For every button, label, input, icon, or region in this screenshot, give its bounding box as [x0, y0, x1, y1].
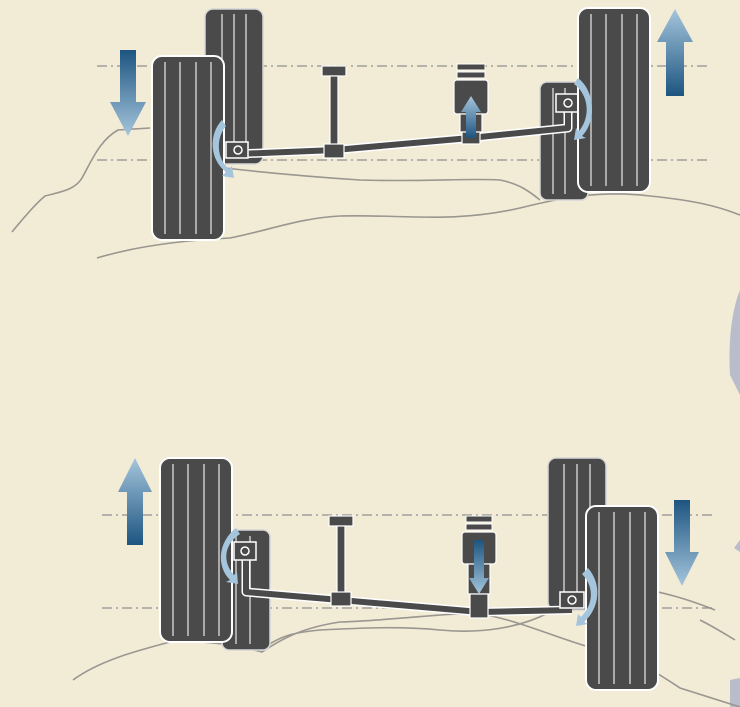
arrow-up-icon [461, 96, 481, 138]
side-shape-right-small [734, 540, 740, 552]
rotation-arrow-icon-bottom-left [220, 528, 240, 584]
rotation-arrow-icon-top-left [212, 120, 234, 178]
axle-bottom [241, 550, 573, 617]
rotation-arrow-icon-top-right [574, 78, 593, 140]
side-shape-right-bottom [730, 678, 740, 707]
panel-top [11, 7, 740, 259]
side-shape-right [729, 290, 740, 395]
tire-bottom-front-left [159, 457, 233, 643]
knuckle-bottom-left [233, 541, 257, 561]
pivot-post-top [321, 65, 347, 159]
arrow-down-icon [110, 50, 146, 136]
knuckle-top-right [555, 93, 579, 113]
tire-top-front-left [151, 55, 225, 241]
tire-top-front-right [577, 7, 651, 193]
arrow-up-icon [657, 9, 693, 96]
terrain-top-upper [11, 127, 151, 233]
arrow-down-icon [665, 500, 699, 586]
panel-bottom [72, 457, 740, 707]
center-unit-bottom [461, 515, 497, 619]
rotation-arrow-icon-bottom-right [576, 568, 598, 626]
terrain-bottom-edge [699, 619, 736, 641]
pivot-post-bottom [328, 515, 354, 607]
tire-bottom-front-right [585, 505, 659, 691]
center-unit-top [453, 63, 489, 145]
knuckle-bottom-right [559, 591, 585, 609]
arrow-up-icon [118, 458, 152, 545]
terrain-top-mid [224, 167, 541, 201]
knuckle-top-left [225, 141, 249, 159]
arrow-down-icon [469, 540, 489, 594]
